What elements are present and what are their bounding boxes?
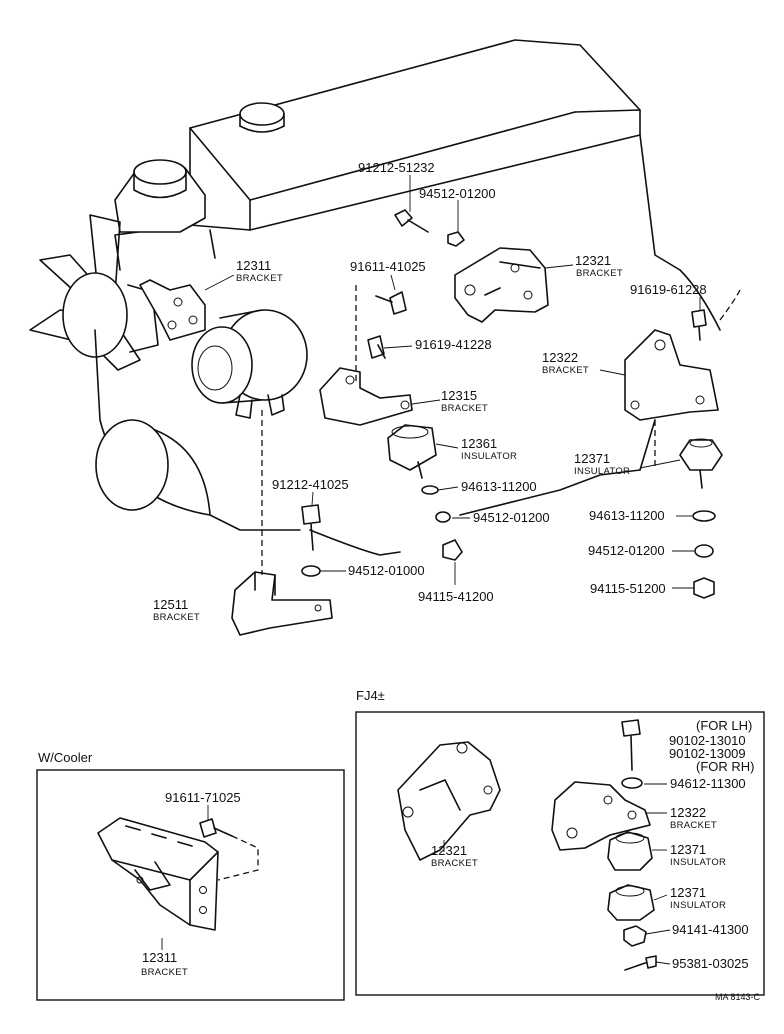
label-12371: 12371	[574, 451, 610, 466]
label-91619-41228: 91619-41228	[415, 337, 492, 352]
fj4-label-90102-13009: 90102-13009	[669, 746, 746, 761]
part-labels: 91212-51232 94512-01200 12311 BRACKET 91…	[153, 160, 707, 623]
name-12311: BRACKET	[236, 273, 283, 284]
fj4-label-12371-a: 12371	[670, 842, 706, 857]
cooler-label-91611-71025: 91611-71025	[165, 790, 241, 805]
label-94115-41200: 94115-41200	[418, 589, 494, 604]
cooler-label-12311: 12311	[142, 950, 177, 965]
fj4-label-94612-11300: 94612-11300	[670, 776, 746, 791]
fj4-label-12322: 12322	[670, 805, 706, 820]
fj4-name-12322: BRACKET	[670, 820, 717, 831]
fj4-title: FJ4±	[356, 688, 385, 703]
label-91619-61228: 91619-61228	[630, 282, 707, 297]
label-94512-01000: 94512-01000	[348, 563, 425, 578]
label-12361: 12361	[461, 436, 497, 451]
fj4-section: FJ4± (FOR LH) 901	[355, 688, 765, 996]
fj4-label-12371-b: 12371	[670, 885, 706, 900]
label-94512-01200-mid: 94512-01200	[473, 510, 550, 525]
drawing-code: MA 8143-C	[715, 992, 761, 1002]
fj4-label-90102-13010: 90102-13010	[669, 733, 746, 748]
label-12311: 12311	[236, 258, 271, 273]
fan-drawing	[29, 214, 159, 371]
label-94512-01200-right: 94512-01200	[588, 543, 665, 558]
cooler-section: W/Cooler 91611-71025 12311 BRACKET	[36, 750, 345, 1001]
fj4-name-12321: BRACKET	[431, 858, 478, 869]
label-12315: 12315	[441, 388, 477, 403]
label-94512-01200-top: 94512-01200	[419, 186, 496, 201]
fj4-label-12321: 12321	[431, 843, 467, 858]
fj4-for-rh: (FOR RH)	[696, 759, 755, 774]
leader-lines	[204, 175, 701, 589]
name-12511: BRACKET	[153, 612, 200, 623]
label-94613-11200-mid: 94613-11200	[461, 479, 537, 494]
fj4-for-lh: (FOR LH)	[696, 718, 752, 733]
cooler-name-12311: BRACKET	[141, 967, 188, 978]
alternator-drawing	[191, 309, 308, 419]
part-drawings	[139, 209, 741, 636]
label-91611-41025: 91611-41025	[350, 259, 426, 274]
label-94613-11200-right: 94613-11200	[589, 508, 665, 523]
label-91212-51232: 91212-51232	[358, 160, 435, 175]
fj4-name-12371-a: INSULATOR	[670, 857, 726, 868]
label-12321: 12321	[575, 253, 611, 268]
label-94115-51200: 94115-51200	[590, 581, 666, 596]
cooler-title: W/Cooler	[38, 750, 93, 765]
engine-block-drawing	[29, 39, 721, 556]
label-12322: 12322	[542, 350, 578, 365]
name-12371: INSULATOR	[574, 466, 630, 477]
name-12315: BRACKET	[441, 403, 488, 414]
name-12321: BRACKET	[576, 268, 623, 279]
label-91212-41025: 91212-41025	[272, 477, 349, 492]
name-12322: BRACKET	[542, 365, 589, 376]
fj4-frame	[355, 711, 765, 996]
cooler-frame	[36, 769, 345, 1001]
fj4-label-95381-03025: 95381-03025	[672, 956, 749, 971]
label-12511: 12511	[153, 597, 188, 612]
fj4-name-12371-b: INSULATOR	[670, 900, 726, 911]
name-12361: INSULATOR	[461, 451, 517, 462]
fj4-label-94141-41300: 94141-41300	[672, 922, 749, 937]
